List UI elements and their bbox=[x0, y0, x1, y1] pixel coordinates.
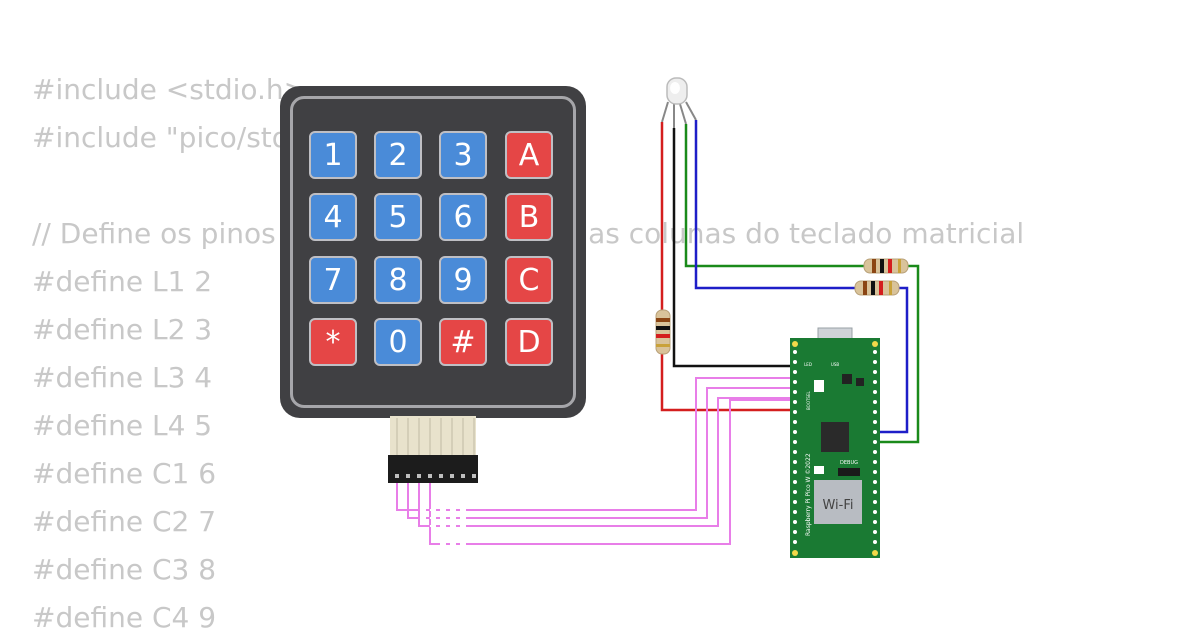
key-c[interactable]: C bbox=[505, 256, 553, 304]
code-line: #define C1 6 bbox=[32, 457, 217, 490]
code-line: #define L3 4 bbox=[32, 361, 213, 394]
code-line: #define L1 2 bbox=[32, 265, 213, 298]
key-2[interactable]: 2 bbox=[374, 131, 422, 179]
key-7[interactable]: 7 bbox=[309, 256, 357, 304]
code-line: #define C3 8 bbox=[32, 553, 217, 586]
key-8[interactable]: 8 bbox=[374, 256, 422, 304]
key-star[interactable]: * bbox=[309, 318, 357, 366]
code-line: #include <stdio.h> bbox=[32, 73, 308, 106]
key-6[interactable]: 6 bbox=[439, 193, 487, 241]
key-d[interactable]: D bbox=[505, 318, 553, 366]
code-line: #define C2 7 bbox=[32, 505, 217, 538]
key-hash[interactable]: # bbox=[439, 318, 487, 366]
key-9[interactable]: 9 bbox=[439, 256, 487, 304]
code-line: #define L4 5 bbox=[32, 409, 213, 442]
code-line: #define L2 3 bbox=[32, 313, 213, 346]
code-line: #define C4 9 bbox=[32, 601, 217, 634]
key-a[interactable]: A bbox=[505, 131, 553, 179]
key-4[interactable]: 4 bbox=[309, 193, 357, 241]
key-1[interactable]: 1 bbox=[309, 131, 357, 179]
key-3[interactable]: 3 bbox=[439, 131, 487, 179]
key-0[interactable]: 0 bbox=[374, 318, 422, 366]
key-b[interactable]: B bbox=[505, 193, 553, 241]
key-5[interactable]: 5 bbox=[374, 193, 422, 241]
